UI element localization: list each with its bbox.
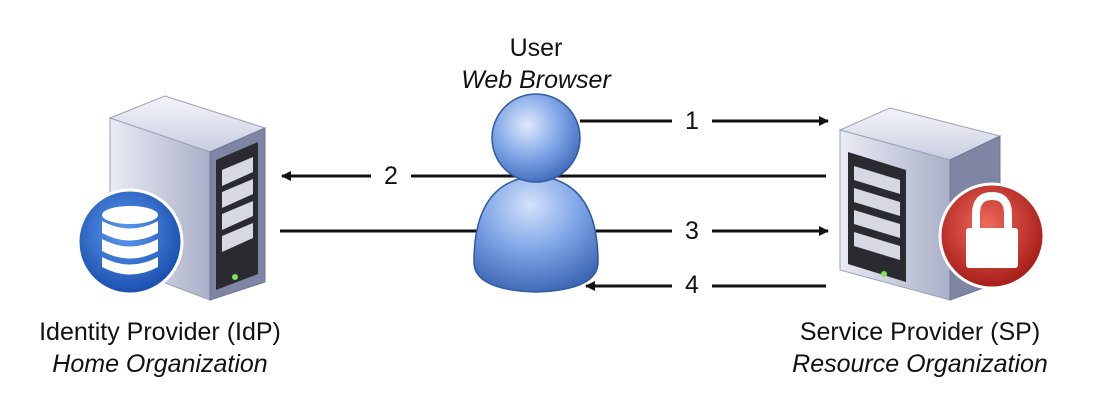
sp-caption: Service Provider (SP) Resource Organizat… [760, 316, 1080, 380]
step-2-label: 2 [371, 161, 411, 191]
idp-subtitle: Home Organization [52, 350, 268, 378]
idp-caption: Identity Provider (IdP) Home Organizatio… [10, 316, 310, 380]
lock-icon [938, 182, 1046, 290]
user-title: User [509, 34, 563, 62]
sp-subtitle: Resource Organization [792, 350, 1048, 378]
user-caption: User Web Browser [436, 32, 636, 96]
user-subtitle: Web Browser [461, 66, 611, 94]
step-4-label: 4 [672, 270, 712, 300]
step-3-label: 3 [672, 216, 712, 246]
sp-title: Service Provider (SP) [799, 318, 1041, 346]
user-icon [473, 93, 599, 293]
step-1-label: 1 [672, 106, 712, 136]
idp-title: Identity Provider (IdP) [39, 318, 281, 346]
database-icon [76, 188, 184, 296]
